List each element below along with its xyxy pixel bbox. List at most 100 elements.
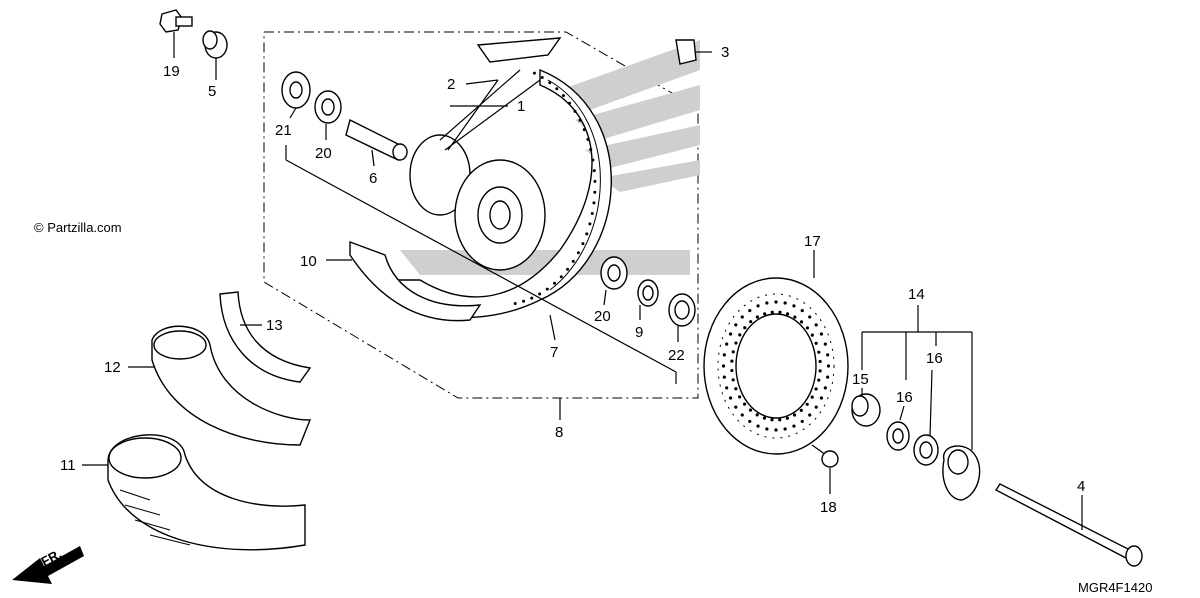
wheel-assembly-box xyxy=(263,31,699,399)
disc-hole xyxy=(730,359,734,363)
washer-16-b[interactable] xyxy=(913,434,939,466)
rim-hole xyxy=(568,101,572,105)
disc-hole xyxy=(734,405,738,409)
collar-15[interactable] xyxy=(851,393,881,427)
brake-disc-17[interactable] xyxy=(703,277,849,455)
callout-labels: 1 2 3 4 5 6 7 8 9 10 11 12 13 14 15 16 1… xyxy=(60,44,1085,516)
retainer-9[interactable] xyxy=(637,279,659,307)
disc-hole xyxy=(734,341,738,345)
disc-hole xyxy=(793,413,797,417)
rim-hole xyxy=(522,299,526,303)
leader-lines xyxy=(82,32,1083,530)
callout-10[interactable]: 10 xyxy=(300,253,317,270)
disc-hole xyxy=(826,353,830,357)
rim-hole xyxy=(530,296,534,300)
disc-hole xyxy=(755,315,759,319)
washer-16-a[interactable] xyxy=(886,421,910,451)
bearing-20-left[interactable] xyxy=(314,90,342,124)
disc-hole xyxy=(722,375,726,379)
callout-13[interactable]: 13 xyxy=(266,317,283,334)
bearing-21[interactable] xyxy=(281,71,311,109)
callout-9[interactable]: 9 xyxy=(635,324,643,341)
callout-8[interactable]: 8 xyxy=(555,424,563,441)
callout-22[interactable]: 22 xyxy=(668,347,685,364)
callout-15[interactable]: 15 xyxy=(852,371,869,388)
disc-hole xyxy=(743,402,747,406)
bearing-20-right[interactable] xyxy=(600,256,628,290)
rim-hole xyxy=(555,87,559,91)
callout-20-right[interactable]: 20 xyxy=(594,308,611,325)
axle-4[interactable] xyxy=(994,483,1143,567)
callout-6[interactable]: 6 xyxy=(369,170,377,187)
disc-hole xyxy=(799,408,803,412)
tire-11[interactable] xyxy=(107,434,306,551)
gearbox-14[interactable] xyxy=(942,445,981,501)
callout-12[interactable]: 12 xyxy=(104,359,121,376)
weight-2[interactable] xyxy=(476,37,562,63)
disc-hole xyxy=(810,395,814,399)
disc-hole xyxy=(823,386,827,390)
disc-hole xyxy=(728,332,733,336)
callout-19[interactable]: 19 xyxy=(163,63,180,80)
rim-hole xyxy=(513,301,517,305)
disc-hole xyxy=(740,315,744,319)
diagram-code: MGR4F1420 xyxy=(1078,580,1152,595)
callout-16-b[interactable]: 16 xyxy=(926,350,943,367)
disc-hole xyxy=(819,396,824,400)
disc-hole xyxy=(818,369,822,373)
disc-hole xyxy=(722,353,726,357)
disc-hole xyxy=(734,323,738,327)
disc-hole xyxy=(756,424,760,428)
callout-20-left[interactable]: 20 xyxy=(315,145,332,162)
disc-hole xyxy=(748,408,753,412)
disc-hole xyxy=(808,315,812,319)
callout-17[interactable]: 17 xyxy=(804,233,821,250)
callout-4[interactable]: 4 xyxy=(1077,478,1085,495)
callout-2[interactable]: 2 xyxy=(447,76,455,93)
disc-hole xyxy=(817,378,821,382)
callout-18[interactable]: 18 xyxy=(820,499,837,516)
rim-hole xyxy=(578,118,582,122)
disc-hole xyxy=(814,323,818,327)
callout-11[interactable]: 11 xyxy=(60,457,76,474)
rim-hole xyxy=(593,179,597,183)
rim-hole xyxy=(590,212,594,216)
disc-hole xyxy=(765,427,769,431)
disc-hole xyxy=(774,428,778,432)
callout-16-a[interactable]: 16 xyxy=(896,389,913,406)
disc-hole xyxy=(743,326,747,330)
front-wheel-7[interactable] xyxy=(394,68,612,319)
rim-band-13[interactable] xyxy=(219,291,312,383)
tube-12[interactable] xyxy=(151,325,312,446)
disc-hole xyxy=(731,378,735,382)
disc-hole xyxy=(819,332,824,336)
front-direction-arrow: FR. xyxy=(12,546,84,584)
rim-hole xyxy=(559,275,563,279)
disc-hole xyxy=(793,315,797,319)
disc-hole xyxy=(826,364,831,368)
disc-hole xyxy=(818,359,822,364)
disc-hole xyxy=(783,427,787,431)
valve-cap-3[interactable] xyxy=(675,39,697,65)
rim-hole xyxy=(581,242,585,246)
bolt-19[interactable] xyxy=(159,9,193,33)
callout-14[interactable]: 14 xyxy=(908,286,925,303)
callout-1[interactable]: 1 xyxy=(517,98,525,115)
copyright-text: © Partzilla.com xyxy=(34,220,122,235)
dust-seal-22[interactable] xyxy=(668,293,696,327)
disc-hole xyxy=(814,341,818,345)
callout-5[interactable]: 5 xyxy=(208,83,216,100)
bolt-18[interactable] xyxy=(811,444,839,468)
disc-hole xyxy=(799,320,804,324)
disc-hole xyxy=(785,312,790,316)
collar-5[interactable] xyxy=(202,30,228,59)
band-10[interactable] xyxy=(349,240,482,322)
callout-7[interactable]: 7 xyxy=(550,344,558,361)
disc-hole xyxy=(763,312,767,316)
spacer-6[interactable] xyxy=(345,118,408,162)
callout-3[interactable]: 3 xyxy=(721,44,729,61)
disc-hole xyxy=(817,350,821,354)
callout-21[interactable]: 21 xyxy=(275,122,292,139)
rim-hole xyxy=(591,158,595,162)
